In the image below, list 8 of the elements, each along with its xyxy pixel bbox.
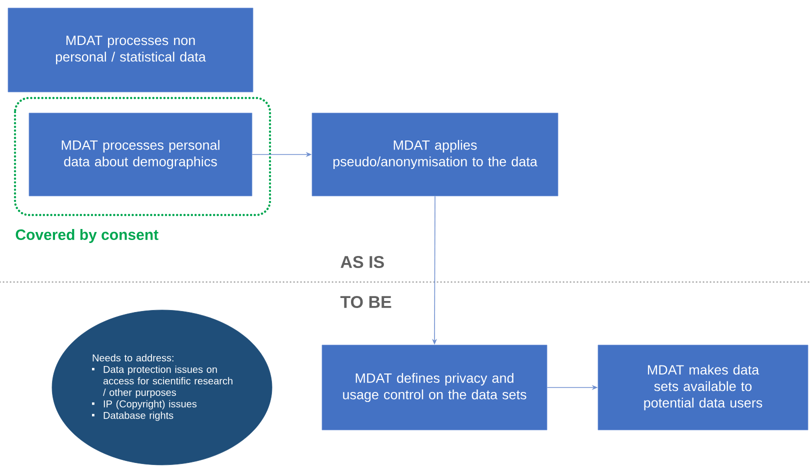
process-box: MDAT processes non personal / statistical data	[8, 8, 254, 92]
node-label: Covered by consent	[16, 229, 158, 243]
process-box: MDAT defines privacy and usage control on the data sets	[322, 344, 548, 430]
section-label: TO BE	[340, 296, 392, 308]
section-label: AS IS	[340, 256, 384, 268]
process-box: MDAT applies pseudo/anonymisation to the data	[312, 112, 558, 196]
process-box: MDAT processes personal data about demographics	[28, 112, 252, 196]
process-box: MDAT makes data sets available to potential data users	[598, 344, 808, 430]
